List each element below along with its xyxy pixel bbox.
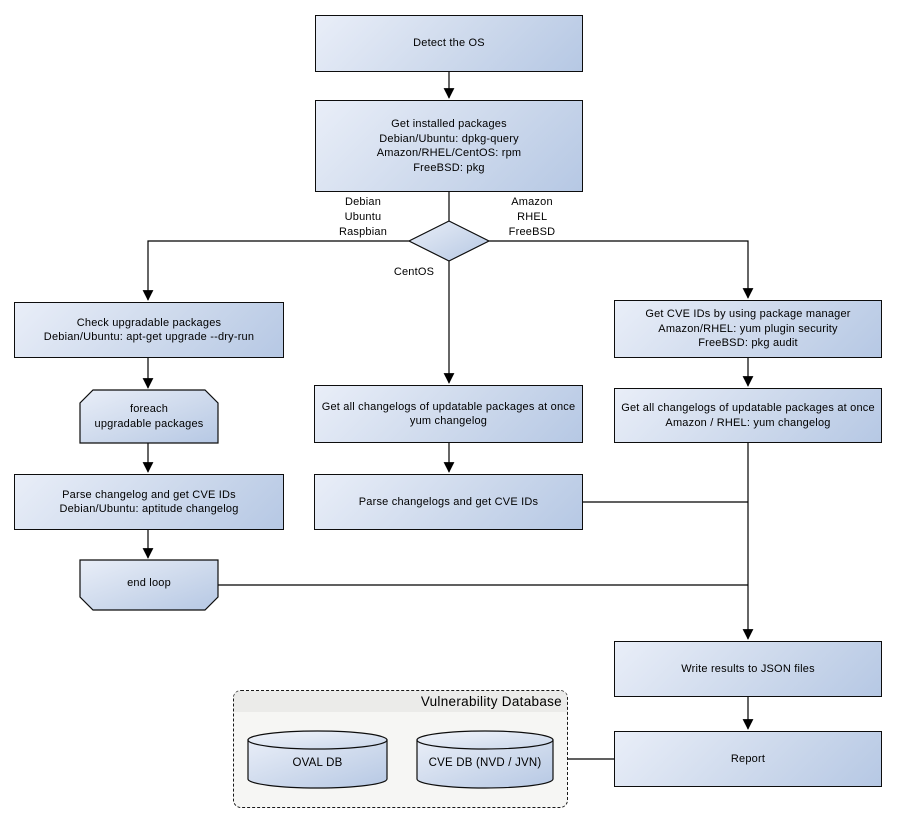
connector-decision-right	[489, 240, 754, 299]
node-check-upgradable-packages: Check upgradable packages Debian/Ubuntu:…	[14, 302, 284, 358]
node-text: end loop	[127, 576, 171, 589]
node-text: Amazon/RHEL: yum plugin security	[658, 322, 838, 335]
branch-label-line: Raspbian	[338, 226, 388, 238]
node-text: Get CVE IDs by using package manager	[645, 308, 851, 321]
oval-db-label: OVAL DB	[248, 738, 387, 788]
node-get-changelogs-amazon-rhel: Get all changelogs of updatable packages…	[614, 388, 882, 443]
branch-label-line: RHEL	[517, 211, 547, 223]
node-parse-changelog-get-cve-ids: Parse changelog and get CVE IDs Debian/U…	[14, 474, 284, 530]
node-text: Get all changelogs of updatable packages…	[321, 400, 576, 413]
branch-label-line: Ubuntu	[344, 211, 382, 223]
node-text: Check upgradable packages	[76, 316, 222, 329]
node-text: Write results to JSON files	[681, 662, 815, 675]
branch-label-line: Debian	[344, 196, 382, 208]
branch-label-amazon-rhel-freebsd: Amazon RHEL FreeBSD	[497, 195, 567, 240]
branch-label-centos: CentOS	[385, 265, 443, 280]
node-text: FreeBSD: pkg	[413, 161, 485, 174]
node-text: Report	[730, 752, 766, 765]
node-text: foreach	[129, 402, 169, 415]
node-get-installed-packages: Get installed packages Debian/Ubuntu: dp…	[315, 100, 583, 192]
node-detect-os: Detect the OS	[315, 15, 583, 72]
node-text: Get all changelogs of updatable packages…	[621, 402, 875, 414]
node-text: yum changelog	[409, 415, 488, 427]
cylinder-text: OVAL DB	[292, 756, 343, 769]
node-get-cve-ids-package-manager: Get CVE IDs by using package manager Ama…	[614, 300, 882, 358]
branch-label-line: FreeBSD	[508, 226, 556, 238]
node-report: Report	[614, 731, 882, 787]
node-text: Amazon / RHEL: yum changelog	[665, 416, 831, 429]
node-endloop-label: end loop	[80, 558, 218, 608]
branch-label-line: CentOS	[393, 266, 435, 278]
node-text: upgradable packages	[94, 417, 204, 430]
branch-label-debian-ubuntu-raspbian: Debian Ubuntu Raspbian	[328, 195, 398, 240]
node-text: Parse changelogs and get CVE IDs	[358, 495, 539, 508]
node-text: Debian/Ubuntu: dpkg-query	[379, 132, 519, 145]
node-text: Get installed packages	[391, 118, 507, 130]
node-write-results-json: Write results to JSON files	[614, 641, 882, 697]
node-text: Debian/Ubuntu: apt-get upgrade --dry-run	[43, 331, 255, 343]
node-text: FreeBSD: pkg audit	[698, 337, 798, 350]
node-parse-changelogs-get-cve-ids: Parse changelogs and get CVE IDs	[314, 474, 583, 530]
node-get-changelogs-yum: Get all changelogs of updatable packages…	[314, 385, 583, 443]
cylinder-text: CVE DB (NVD / JVN)	[428, 756, 542, 769]
node-foreach-label: foreach upgradable packages	[80, 390, 218, 443]
branch-label-line: Amazon	[511, 196, 553, 208]
vulnerability-database-title: Vulnerability Database	[420, 694, 562, 709]
node-text: Parse changelog and get CVE IDs	[62, 488, 236, 501]
cve-db-label: CVE DB (NVD / JVN)	[417, 738, 553, 788]
decision-diamond	[407, 220, 491, 262]
node-text: Debian/Ubuntu: aptitude changelog	[59, 503, 239, 515]
node-text: Detect the OS	[413, 37, 485, 50]
connector-decision-left	[142, 240, 409, 301]
node-text: Amazon/RHEL/CentOS: rpm	[376, 147, 522, 159]
vulnerability-database-header: Vulnerability Database	[234, 691, 567, 712]
